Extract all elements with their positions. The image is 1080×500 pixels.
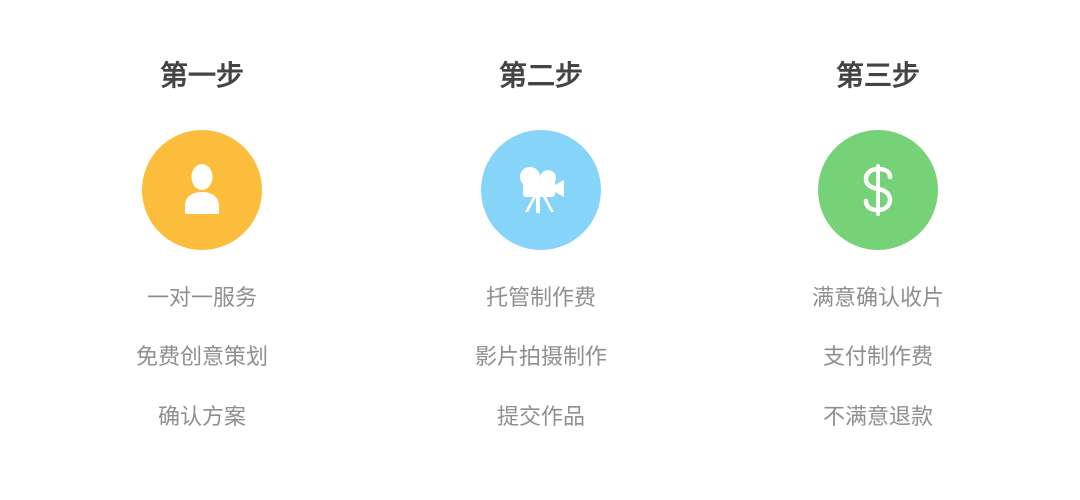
user-icon	[185, 164, 219, 214]
step-3-column: 第三步 满意确认收片 支付制作费 不满意退款	[728, 0, 1028, 500]
step-1-item-2: 免费创意策划	[135, 345, 268, 370]
step-2-circle	[481, 130, 601, 250]
step-2-item-2: 影片拍摄制作	[474, 345, 607, 370]
video-camera-icon	[520, 167, 564, 213]
step-1-item-1: 一对一服务	[146, 286, 257, 311]
step-3-circle	[818, 130, 938, 250]
step-2-title: 第二步	[498, 59, 583, 92]
step-2-column: 第二步 托管制作费 影片拍摄制作 提交作品	[391, 0, 691, 500]
step-1-item-3: 确认方案	[157, 405, 246, 430]
step-3-item-2: 支付制作费	[822, 345, 933, 370]
step-1-title: 第一步	[159, 59, 244, 92]
step-3-item-3: 不满意退款	[822, 405, 933, 430]
step-1-circle	[142, 130, 262, 250]
step-1-column: 第一步 一对一服务 免费创意策划 确认方案	[52, 0, 352, 500]
step-3-item-1: 满意确认收片	[811, 286, 944, 311]
step-2-item-1: 托管制作费	[485, 286, 596, 311]
step-3-title: 第三步	[835, 59, 920, 92]
dollar-icon	[863, 164, 893, 216]
step-2-item-3: 提交作品	[496, 405, 585, 430]
